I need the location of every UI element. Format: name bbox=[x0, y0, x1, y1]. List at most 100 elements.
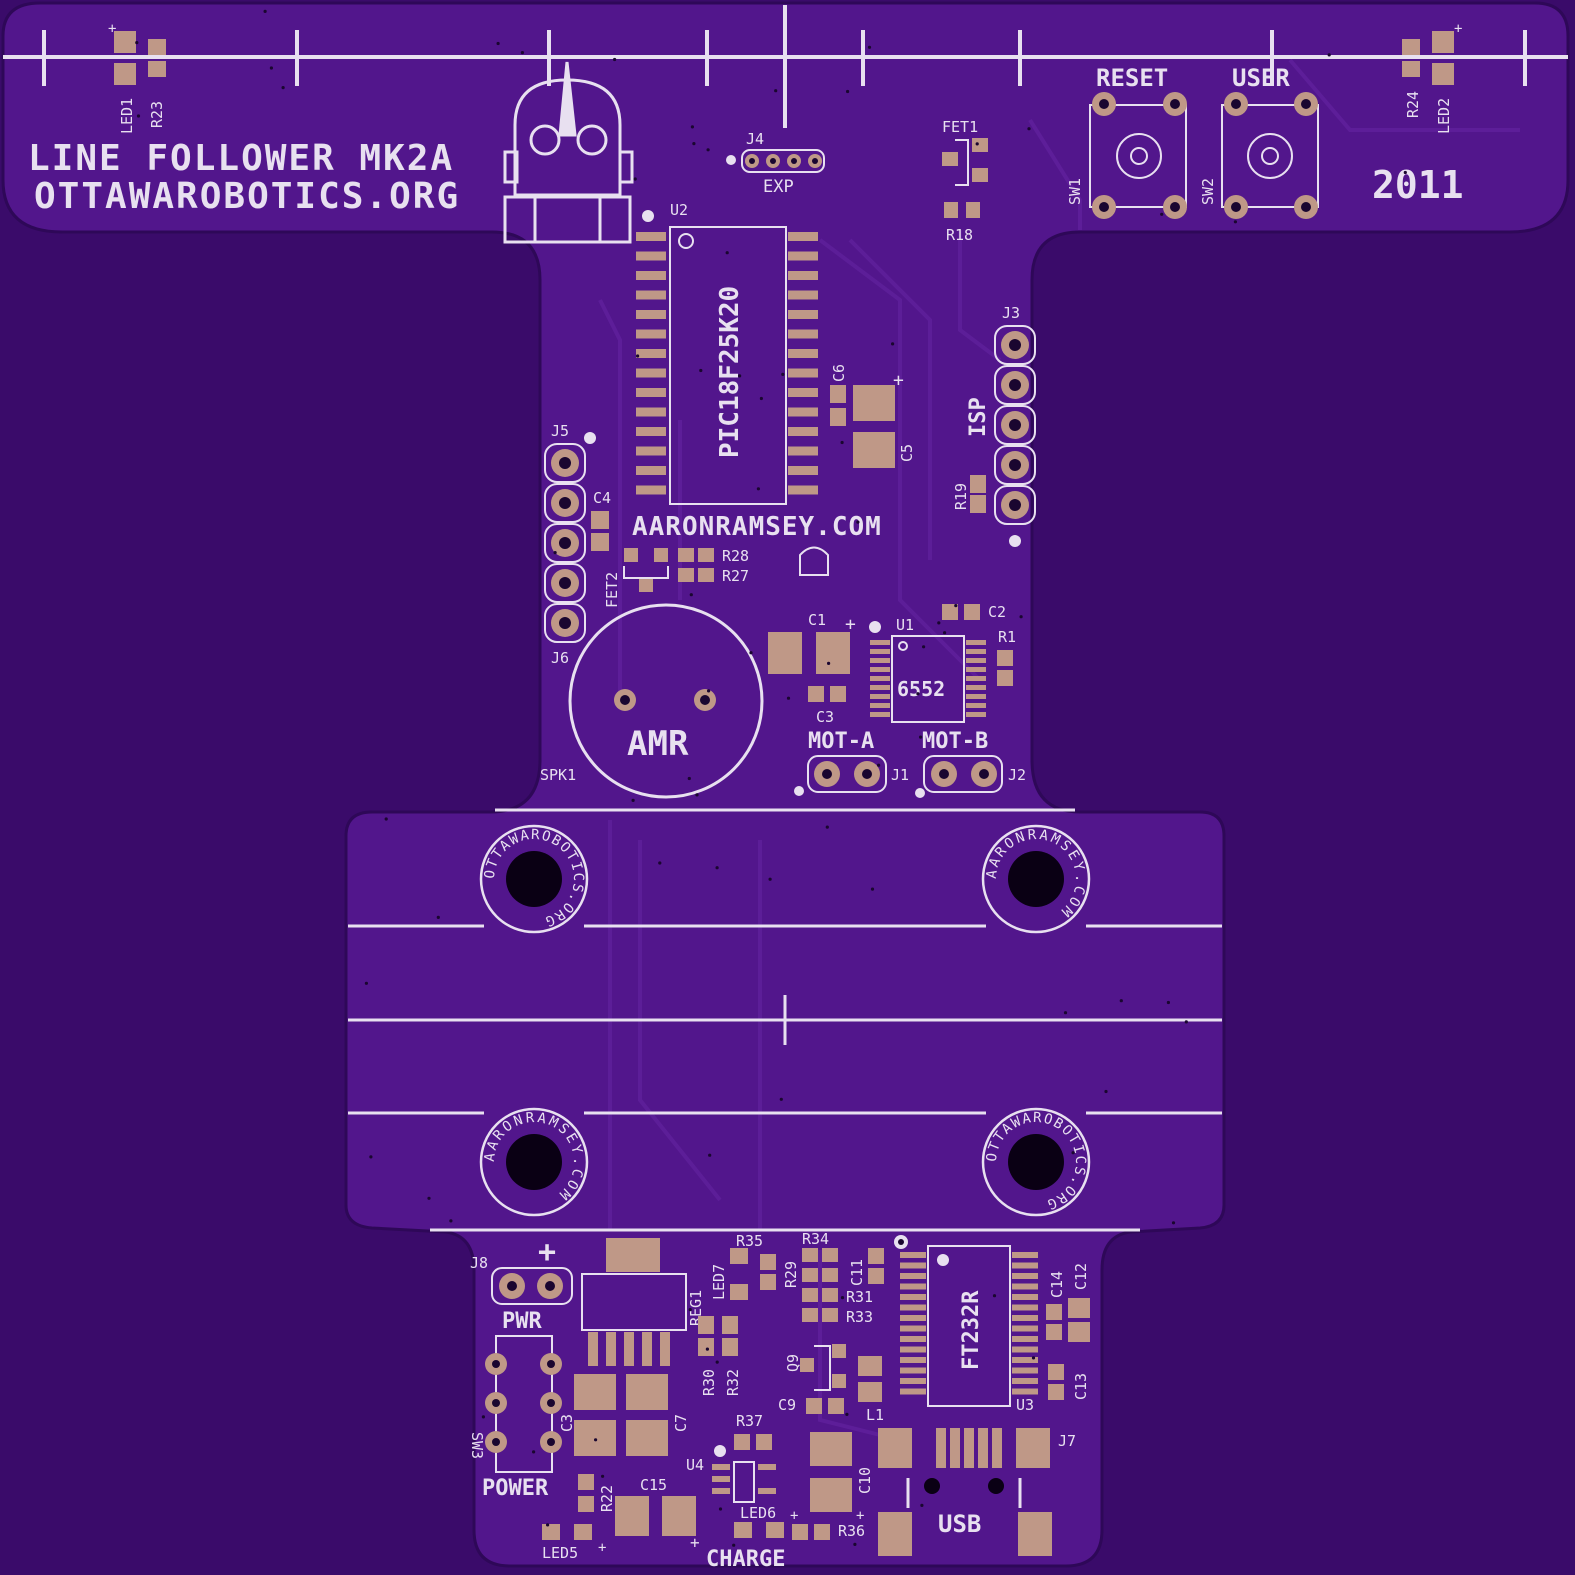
svg-text:U2: U2 bbox=[670, 201, 688, 219]
svg-text:USER: USER bbox=[1232, 64, 1290, 92]
j7-usb-connector[interactable]: J7 USB bbox=[878, 1428, 1076, 1556]
svg-text:USB: USB bbox=[938, 1510, 981, 1538]
motor-driver-area: C1 + U1 6552 C2 R1 C3 bbox=[768, 603, 1016, 726]
svg-text:SW3: SW3 bbox=[468, 1432, 486, 1459]
svg-text:LED7: LED7 bbox=[710, 1264, 728, 1300]
svg-text:SW2: SW2 bbox=[1199, 178, 1217, 205]
svg-text:R32: R32 bbox=[724, 1369, 742, 1396]
led2-label: LED2 bbox=[1435, 98, 1453, 134]
svg-text:POWER: POWER bbox=[482, 1476, 549, 1501]
sensor-ruler bbox=[3, 5, 1568, 128]
svg-text:LED6: LED6 bbox=[740, 1504, 776, 1522]
svg-text:C1: C1 bbox=[808, 611, 826, 629]
svg-text:U1: U1 bbox=[896, 616, 914, 634]
svg-text:RESET: RESET bbox=[1096, 64, 1168, 92]
svg-text:J7: J7 bbox=[1058, 1432, 1076, 1450]
svg-text:C6: C6 bbox=[830, 364, 848, 382]
charge-section: LED7 R35 R34 R29 C11 R31 R33 R30 R32 Q9 … bbox=[686, 1230, 884, 1572]
svg-text:C11: C11 bbox=[848, 1259, 866, 1286]
svg-text:+: + bbox=[893, 370, 904, 391]
fet2-r28-r27: FET2 R28 R27 bbox=[603, 546, 829, 608]
svg-text:+: + bbox=[1454, 21, 1462, 37]
svg-text:L1: L1 bbox=[866, 1406, 884, 1424]
r23-label: R23 bbox=[148, 101, 166, 128]
svg-text:U4: U4 bbox=[686, 1456, 704, 1474]
fet1-r18: FET1 R18 bbox=[942, 118, 988, 244]
svg-text:ISP: ISP bbox=[966, 397, 991, 437]
c6-c5: C6 + C5 bbox=[830, 364, 916, 468]
svg-text:C10: C10 bbox=[856, 1467, 874, 1494]
svg-text:+: + bbox=[690, 1533, 700, 1552]
svg-text:SPK1: SPK1 bbox=[540, 766, 576, 784]
svg-text:R28: R28 bbox=[722, 547, 749, 565]
led1-label: LED1 bbox=[118, 98, 136, 134]
svg-text:R34: R34 bbox=[802, 1230, 829, 1248]
svg-text:SW1: SW1 bbox=[1066, 178, 1084, 205]
svg-text:+: + bbox=[790, 1508, 798, 1524]
reset-button[interactable]: RESET SW1 bbox=[1066, 64, 1187, 219]
svg-text:J4: J4 bbox=[746, 130, 764, 148]
svg-text:J5: J5 bbox=[551, 422, 569, 440]
u2-microcontroller: U2 PIC18F25K20 bbox=[636, 201, 818, 505]
svg-text:+: + bbox=[845, 614, 856, 635]
svg-text:J3: J3 bbox=[1002, 304, 1020, 322]
svg-text:C9: C9 bbox=[778, 1396, 796, 1414]
svg-text:C3: C3 bbox=[816, 708, 834, 726]
svg-text:FET1: FET1 bbox=[942, 118, 978, 136]
svg-text:J1: J1 bbox=[891, 766, 909, 784]
svg-text:R30: R30 bbox=[700, 1369, 718, 1396]
svg-text:EXP: EXP bbox=[763, 177, 794, 197]
site-label: AARONRAMSEY.COM bbox=[632, 512, 882, 542]
svg-text:C13: C13 bbox=[1072, 1373, 1090, 1400]
svg-text:C2: C2 bbox=[988, 603, 1006, 621]
svg-text:MOT-B: MOT-B bbox=[922, 729, 988, 754]
driver-part-label: 6552 bbox=[897, 677, 945, 701]
svg-text:+: + bbox=[538, 1235, 556, 1270]
svg-text:R27: R27 bbox=[722, 567, 749, 585]
svg-text:R1: R1 bbox=[998, 628, 1016, 646]
svg-text:C5: C5 bbox=[898, 444, 916, 462]
svg-text:R29: R29 bbox=[782, 1261, 800, 1288]
svg-text:C12: C12 bbox=[1072, 1263, 1090, 1290]
svg-text:LED5: LED5 bbox=[542, 1544, 578, 1562]
svg-text:R37: R37 bbox=[736, 1412, 763, 1430]
title-line2: OTTAWAROBOTICS.ORG bbox=[34, 176, 460, 217]
user-button[interactable]: USER SW2 bbox=[1199, 64, 1319, 219]
svg-text:R31: R31 bbox=[846, 1288, 873, 1306]
svg-text:J8: J8 bbox=[470, 1254, 488, 1272]
svg-text:J6: J6 bbox=[551, 649, 569, 667]
robot-logo bbox=[503, 61, 634, 244]
j4-exp-header: J4 EXP bbox=[726, 130, 825, 197]
mcu-part-label: PIC18F25K20 bbox=[715, 286, 745, 458]
svg-text:Q9: Q9 bbox=[784, 1354, 802, 1372]
svg-text:R18: R18 bbox=[946, 226, 973, 244]
svg-text:C7: C7 bbox=[672, 1414, 690, 1432]
j5-j6-header: J5 J6 C4 bbox=[544, 422, 611, 667]
svg-text:+: + bbox=[108, 21, 116, 37]
svg-text:FET2: FET2 bbox=[603, 572, 621, 608]
svg-text:J2: J2 bbox=[1008, 766, 1026, 784]
svg-text:C4: C4 bbox=[593, 489, 611, 507]
svg-text:MOT-A: MOT-A bbox=[808, 729, 874, 754]
j3-isp-header: J3 ISP R19 bbox=[952, 304, 1036, 547]
u3-usb-serial: FT232R U3 C14 C12 C13 bbox=[894, 1235, 1090, 1414]
motor-connectors: MOT-A MOT-B J1 J2 bbox=[794, 729, 1026, 798]
ftdi-part-label: FT232R bbox=[959, 1290, 984, 1370]
r24-label: R24 bbox=[1404, 91, 1422, 118]
led1-r23: + LED1 R23 bbox=[108, 21, 166, 134]
vias bbox=[135, 9, 1407, 1547]
svg-text:+: + bbox=[856, 1508, 864, 1524]
svg-text:R35: R35 bbox=[736, 1232, 763, 1250]
svg-text:+: + bbox=[598, 1540, 606, 1556]
svg-text:AMR: AMR bbox=[627, 724, 689, 764]
svg-text:R22: R22 bbox=[598, 1485, 616, 1512]
svg-text:R33: R33 bbox=[846, 1308, 873, 1326]
svg-text:C15: C15 bbox=[640, 1476, 667, 1494]
svg-text:C14: C14 bbox=[1048, 1271, 1066, 1298]
svg-text:C3: C3 bbox=[558, 1414, 576, 1432]
year-label: 2011 bbox=[1372, 163, 1464, 207]
svg-text:R19: R19 bbox=[952, 483, 970, 510]
svg-text:U3: U3 bbox=[1016, 1396, 1034, 1414]
